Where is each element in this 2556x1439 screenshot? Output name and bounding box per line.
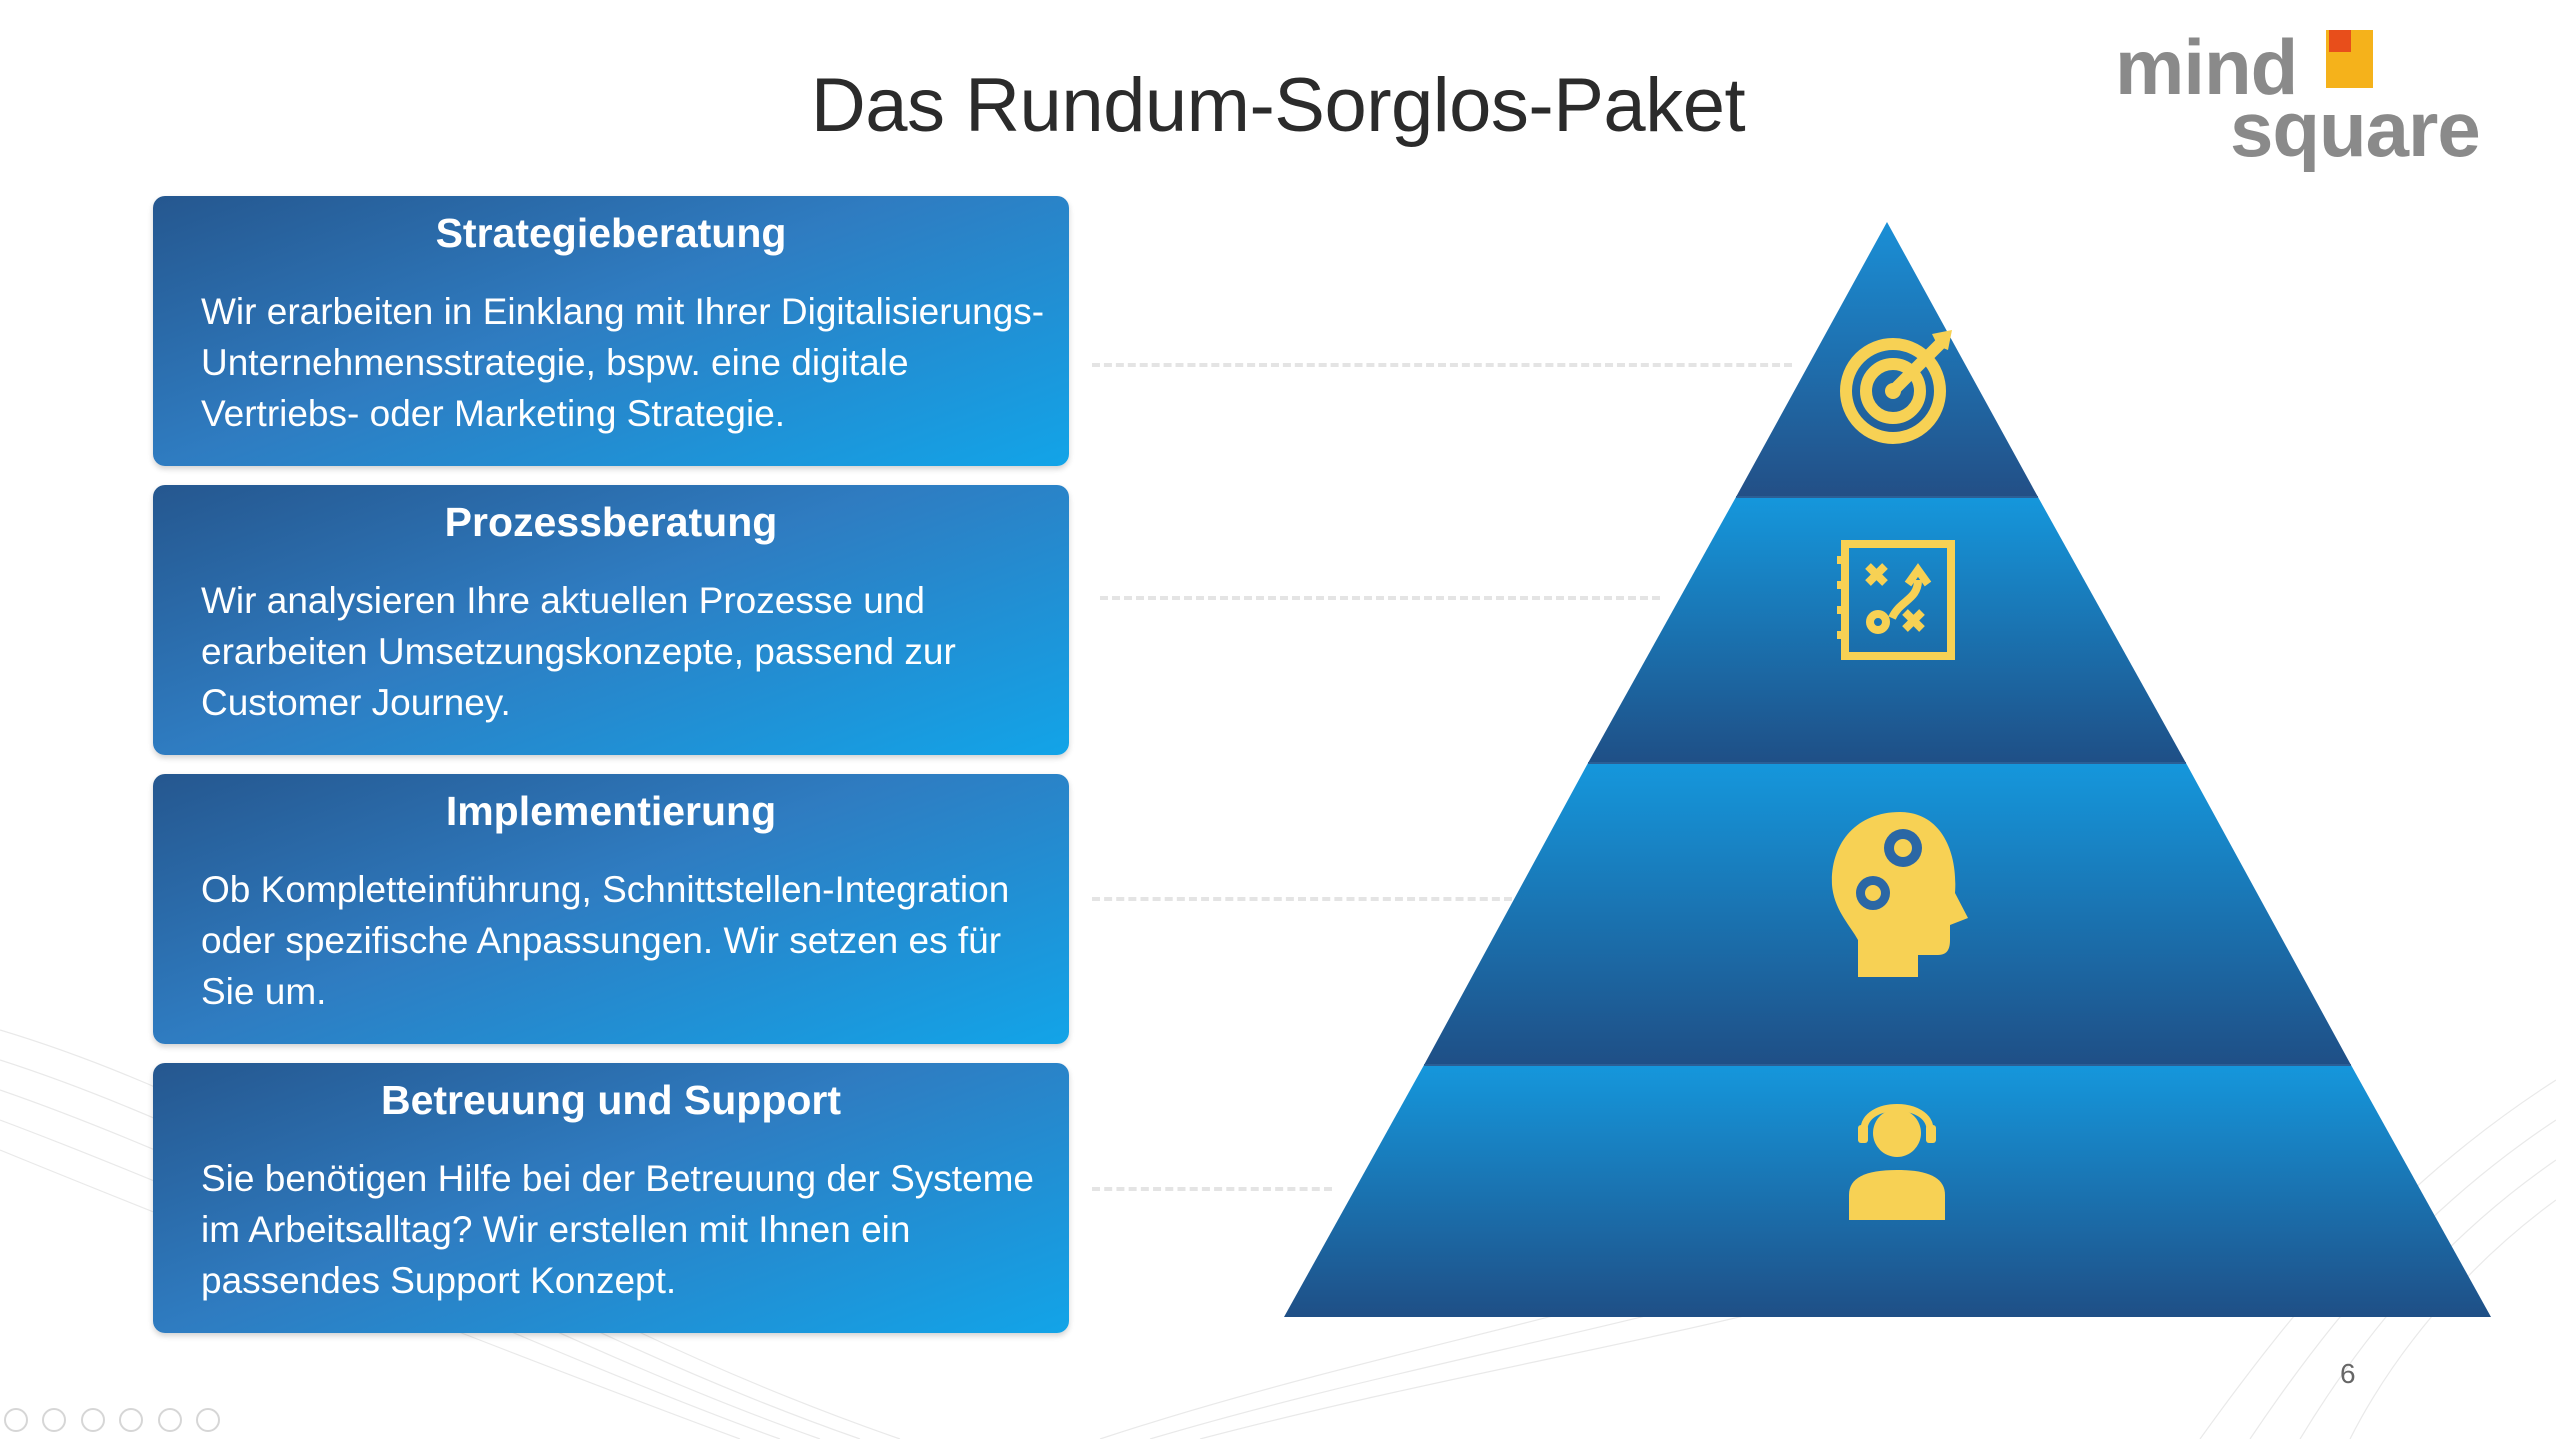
connector-line	[1092, 1187, 1332, 1191]
card-heading: Prozessberatung	[444, 499, 778, 545]
card-strategieberatung: Strategieberatung Wir erarbeiten in Eink…	[153, 196, 1069, 466]
pyramid-level-2	[1588, 497, 2186, 763]
logo-square-red	[2329, 30, 2351, 52]
connector-line	[1100, 596, 1660, 600]
connector-line	[1092, 363, 1792, 367]
zoom-icon[interactable]	[157, 1408, 182, 1432]
card-text: Sie benötigen Hilfe bei der Betreuung de…	[201, 1158, 1035, 1301]
connector-line	[1092, 897, 1512, 901]
prev-slide-icon[interactable]	[4, 1408, 28, 1432]
head-gears-icon	[1831, 812, 1968, 977]
card-betreuung-support: Betreuung und Support Sie benötigen Hilf…	[153, 1063, 1069, 1333]
page-number: 6	[2340, 1358, 2356, 1389]
strategy-board-icon	[1837, 540, 1955, 660]
mindsquare-logo: mind square	[2115, 22, 2525, 173]
more-options-icon[interactable]	[196, 1408, 221, 1432]
pen-icon[interactable]	[80, 1408, 105, 1432]
card-implementierung: Implementierung Ob Kompletteinführung, S…	[153, 774, 1069, 1044]
card-text: Ob Kompletteinführung, Schnittstellen-In…	[201, 869, 1010, 1012]
card-heading: Betreuung und Support	[380, 1077, 842, 1123]
card-text: Wir analysieren Ihre aktuellen Prozesse …	[201, 580, 956, 723]
presentation-toolbar	[4, 1408, 230, 1436]
slides-overview-icon[interactable]	[119, 1408, 144, 1432]
page-title: Das Rundum-Sorglos-Paket	[810, 63, 1746, 148]
target-icon	[1840, 330, 1952, 444]
next-slide-icon[interactable]	[42, 1408, 67, 1432]
card-prozessberatung: Prozessberatung Wir analysieren Ihre akt…	[153, 485, 1069, 755]
card-heading: Implementierung	[445, 788, 777, 834]
logo-text-mind: mind	[2115, 23, 2298, 111]
card-text: Wir erarbeiten in Einklang mit Ihrer Dig…	[201, 291, 1045, 434]
support-agent-icon	[1849, 1104, 1945, 1220]
card-heading: Strategieberatung	[435, 210, 787, 256]
logo-text-square: square	[2230, 85, 2481, 173]
